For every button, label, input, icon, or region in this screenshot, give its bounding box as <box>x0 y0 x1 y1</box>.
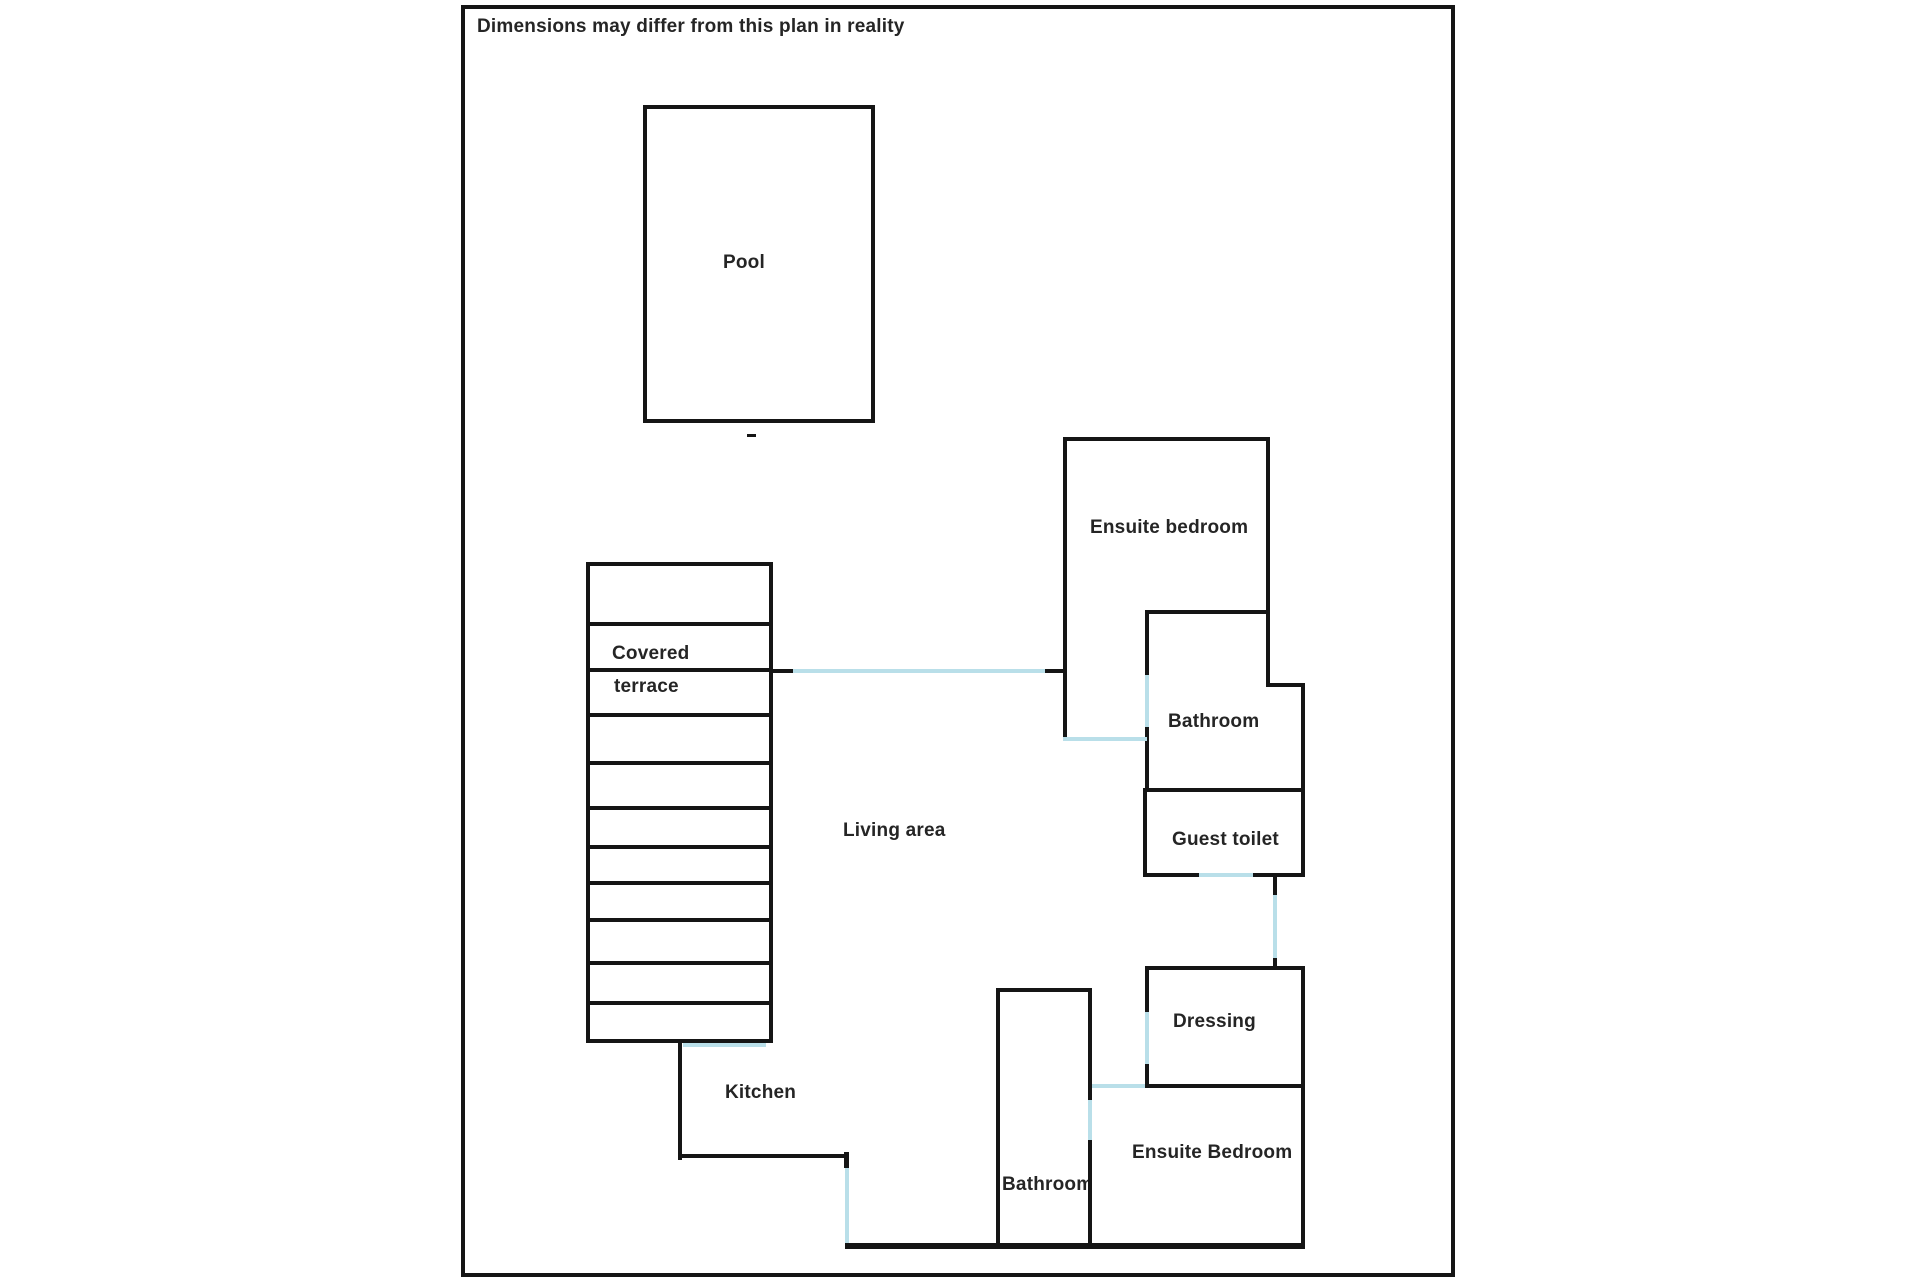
room-label-living-area: Living area <box>843 820 946 841</box>
disclaimer-text: Dimensions may differ from this plan in … <box>477 16 905 37</box>
pool-room-outline <box>643 105 875 423</box>
wall-segment <box>845 1243 1305 1249</box>
wall-segment <box>1063 437 1067 741</box>
wall-segment <box>1145 966 1149 1012</box>
room-label-dressing: Dressing <box>1173 1011 1256 1032</box>
wall-segment <box>1253 873 1305 877</box>
wall-segment <box>1145 610 1149 675</box>
wall-segment <box>586 918 773 922</box>
wall-segment <box>586 845 773 849</box>
wall-segment <box>1088 1140 1092 1243</box>
wall-segment <box>1266 437 1270 687</box>
wall-segment <box>586 806 773 810</box>
wall-segment <box>1143 788 1147 877</box>
wall-segment <box>586 881 773 885</box>
room-label-bathroom-bottom: Bathroom <box>1002 1174 1094 1195</box>
door-opening <box>1145 1012 1149 1064</box>
room-label-guest-toilet: Guest toilet <box>1172 829 1279 850</box>
wall-segment <box>586 668 773 672</box>
room-label-covered-terrace-line1: Covered <box>612 643 690 664</box>
door-opening <box>1063 737 1147 741</box>
wall-segment <box>586 622 773 626</box>
door-opening <box>1273 895 1277 958</box>
covered-terrace-outline <box>586 562 773 1043</box>
wall-segment <box>586 713 773 717</box>
room-label-bathroom-top: Bathroom <box>1168 711 1260 732</box>
door-opening <box>1092 1084 1145 1088</box>
wall-segment <box>1273 958 1277 968</box>
door-opening <box>845 1168 849 1243</box>
wall-segment <box>996 988 1000 1243</box>
wall-segment <box>1143 873 1199 877</box>
wall-segment <box>586 761 773 765</box>
wall-segment <box>678 1154 849 1158</box>
door-opening <box>1088 1100 1092 1140</box>
door-opening <box>1145 675 1149 727</box>
wall-segment <box>678 1043 682 1160</box>
wall-segment <box>1145 1064 1149 1088</box>
room-label-pool: Pool <box>723 252 765 273</box>
wall-segment <box>1266 683 1305 687</box>
door-opening <box>683 1043 766 1047</box>
wall-segment <box>996 988 1092 992</box>
wall-segment <box>1145 966 1305 970</box>
door-opening <box>793 669 1045 673</box>
wall-segment <box>1088 988 1092 1100</box>
wall-segment <box>1045 669 1063 673</box>
wall-segment <box>1301 683 1305 877</box>
wall-segment <box>1063 437 1270 441</box>
door-opening <box>1199 873 1253 877</box>
wall-segment <box>1145 610 1268 614</box>
plan-outer-border <box>461 5 1455 1277</box>
wall-segment <box>844 1152 849 1168</box>
wall-segment <box>747 434 756 437</box>
room-label-ensuite-bedroom-bottom: Ensuite Bedroom <box>1132 1142 1293 1163</box>
wall-segment <box>1143 788 1305 792</box>
room-label-covered-terrace-line2: terrace <box>614 676 679 697</box>
wall-segment <box>586 961 773 965</box>
wall-segment <box>773 669 793 673</box>
room-label-kitchen: Kitchen <box>725 1082 797 1103</box>
wall-segment <box>1145 1084 1305 1088</box>
wall-segment <box>1301 966 1305 1249</box>
wall-segment <box>1273 873 1277 895</box>
wall-segment <box>1145 727 1149 790</box>
wall-segment <box>586 1001 773 1005</box>
room-label-ensuite-bedroom-top: Ensuite bedroom <box>1090 517 1249 538</box>
